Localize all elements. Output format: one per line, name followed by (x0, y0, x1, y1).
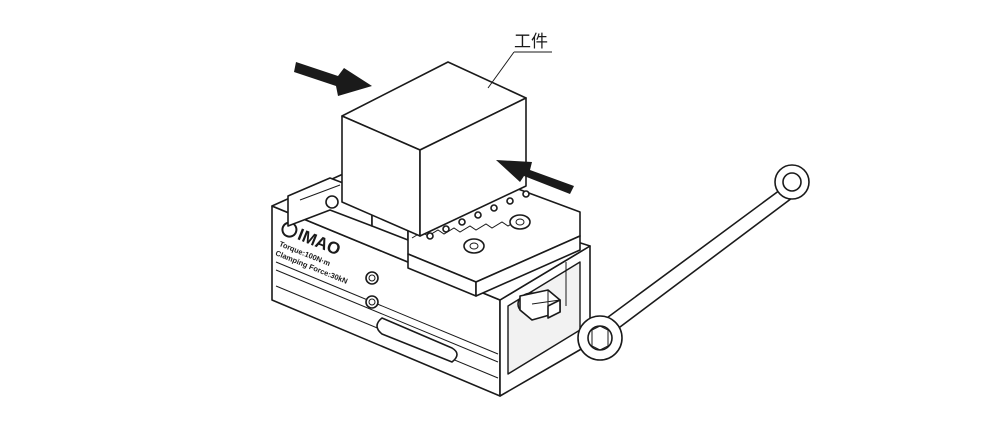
workpiece-block (341, 61, 527, 237)
clamp-arrow-right-icon (496, 160, 574, 194)
hex-drive-shaft (517, 289, 561, 321)
wrench-icon (577, 164, 810, 361)
cap-screw-1 (463, 238, 485, 254)
cap-screw-2 (509, 214, 531, 230)
workpiece-label: 工件 (514, 32, 548, 52)
serration-dots (426, 190, 530, 240)
jaw-right (407, 185, 581, 297)
workpiece-callout: 工件 (487, 32, 552, 89)
clamp-arrow-left-icon (294, 62, 372, 96)
